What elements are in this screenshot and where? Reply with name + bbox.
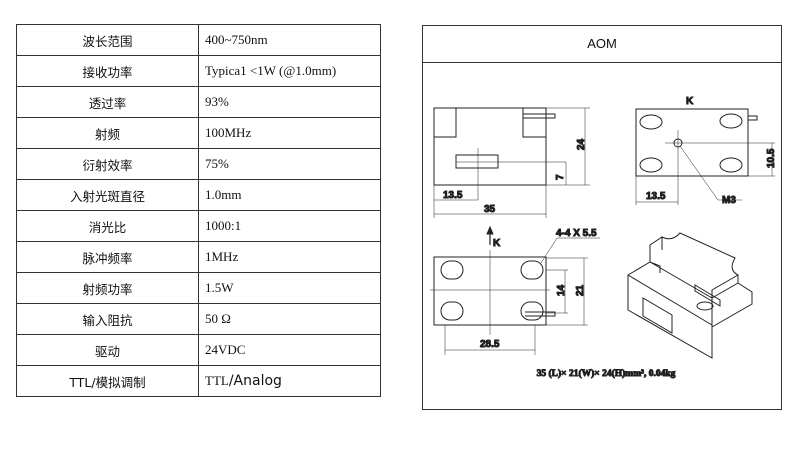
- spec-value-cell: 50 Ω: [198, 303, 381, 335]
- dimension-caption: 35 (L)× 21(W)× 24(H)mm³, 0.04kg: [537, 368, 676, 379]
- label-k-arrow: K: [493, 238, 501, 249]
- spec-row: 衍射效率 75%: [16, 148, 381, 180]
- spec-value: 50 Ω: [205, 311, 231, 326]
- spec-value: 1000:1: [205, 218, 242, 233]
- spec-value: 93%: [205, 94, 229, 109]
- front-view: 24 7 13.5 35: [433, 107, 590, 218]
- spec-row: 射频功率 1.5W: [16, 272, 381, 304]
- spec-value: 75%: [205, 156, 229, 171]
- spec-value-cell: 400~750nm: [198, 24, 381, 56]
- spec-value: 1MHz: [205, 249, 239, 264]
- dim-holes: 4-4 X 5.5: [556, 228, 597, 239]
- spec-row: 驱动 24VDC: [16, 334, 381, 366]
- dim-28-5: 28.5: [480, 339, 500, 350]
- spec-label: 消光比: [16, 210, 199, 242]
- dim-13-5-top: 13.5: [646, 191, 666, 202]
- spec-row: 射频 100MHz: [16, 117, 381, 149]
- spec-value: 24VDC: [205, 342, 246, 357]
- spec-value: 400~750nm: [205, 32, 268, 47]
- spec-value-cell: 1.0mm: [198, 179, 381, 211]
- spec-row: 消光比 1000:1: [16, 210, 381, 242]
- spec-value-cell: 75%: [198, 148, 381, 180]
- isometric-view: [627, 232, 753, 359]
- spec-value: 1.0mm: [205, 187, 242, 202]
- dim-21: 21: [575, 284, 586, 296]
- spec-row: 脉冲频率 1MHz: [16, 241, 381, 273]
- spec-value-cell: Typica1 <1W (@1.0mm): [198, 55, 381, 87]
- spec-label: 衍射效率: [16, 148, 199, 180]
- spec-label: 射频: [16, 117, 199, 149]
- top-view: K 10.5 13.5 M3: [635, 96, 778, 207]
- spec-row: 入射光斑直径 1.0mm: [16, 179, 381, 211]
- spec-value-cell: 1000:1: [198, 210, 381, 242]
- panel-title: AOM: [423, 26, 781, 63]
- dimension-drawing-panel: AOM: [422, 25, 782, 410]
- dim-35: 35: [484, 204, 496, 215]
- spec-row: 波长范围 400~750nm: [16, 24, 381, 56]
- spec-value-extra: /Analog: [228, 373, 282, 389]
- dim-7: 7: [555, 174, 566, 180]
- spec-label: 波长范围: [16, 24, 199, 56]
- spec-value-cell: 100MHz: [198, 117, 381, 149]
- spec-value-cell: 93%: [198, 86, 381, 118]
- spec-value-cell: TTL/Analog: [198, 365, 381, 397]
- bottom-view: K 4-4 X 5.5 14 21 28.5: [430, 225, 600, 355]
- dim-10-5: 10.5: [766, 148, 777, 168]
- spec-value-cell: 1MHz: [198, 241, 381, 273]
- dim-13-5: 13.5: [443, 190, 463, 201]
- dim-24: 24: [576, 138, 587, 150]
- dim-14: 14: [556, 284, 567, 296]
- spec-label: 入射光斑直径: [16, 179, 199, 211]
- spec-value: 100MHz: [205, 125, 252, 140]
- dim-m3: M3: [722, 195, 736, 206]
- spec-value: TTL: [205, 373, 229, 388]
- label-k-top: K: [686, 96, 694, 107]
- spec-label: 射频功率: [16, 272, 199, 304]
- spec-label: 驱动: [16, 334, 199, 366]
- spec-value: Typica1 <1W (@1.0mm): [205, 63, 337, 78]
- spec-label: 脉冲频率: [16, 241, 199, 273]
- spec-value: 1.5W: [205, 280, 234, 295]
